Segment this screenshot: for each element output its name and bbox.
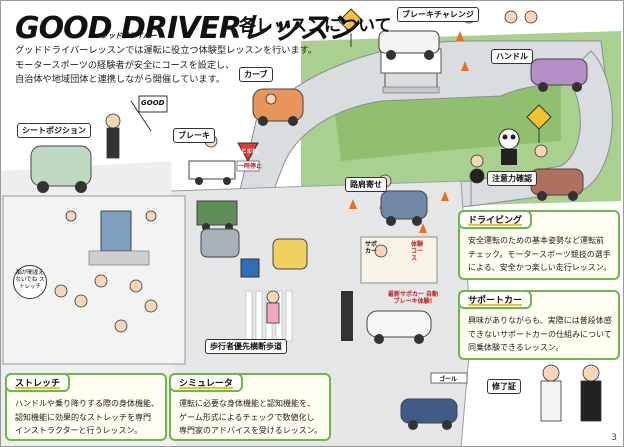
panel-line: 認知機能に効果的なストレッチを専門 (15, 412, 151, 422)
truck-brake (188, 160, 236, 185)
booth-sign-2: 体験コース (411, 241, 424, 262)
intro-line: 自治体や地域団体と連携しながら開催しています。 (15, 74, 226, 85)
panel-stretch-title: ストレッチ (5, 373, 71, 392)
callout-parking: 路肩寄せ (345, 177, 387, 192)
panel-line: チェック。モータースポーツ競技の選手 (468, 249, 611, 259)
page-number: 3 (611, 433, 617, 443)
panel-driving-body: 安全運転のための基本姿勢など運転前 チェック。モータースポーツ競技の選手 による… (468, 234, 611, 275)
page-title: 各レッスンについて (239, 16, 392, 36)
car-seat-position (30, 145, 92, 193)
car-curve (252, 88, 304, 126)
callout-curve: カーブ (239, 67, 273, 82)
panel-simulator-body: 運転に必要な身体機能と認知機能を、 ゲーム形式によるチェックで数値化し 専門家の… (179, 397, 322, 438)
panel-line: ゲーム形式によるチェックで数値化し (179, 412, 315, 422)
sign-pedestrian (240, 258, 260, 278)
flag-text: GOOD (141, 99, 165, 107)
panel-support-car-title: サポートカー (458, 290, 533, 309)
car-goal (400, 398, 458, 430)
panel-stretch: ストレッチ ハンドルや乗り降りする際の身体機能、 認知機能に効果的なストレッチを… (5, 373, 167, 441)
support-speech-bubble: 最新サポカー 自動ブレーキ体験! (387, 291, 439, 305)
callout-completion: 修了証 (487, 379, 521, 394)
callout-brake-challenge: ブレーキチャレンジ (397, 7, 479, 22)
panel-line: ハンドルや乗り降りする際の身体機能、 (15, 399, 159, 408)
logo-main-text: GOOD DRIVERレッスン (15, 11, 358, 46)
sign-warning (526, 104, 552, 143)
intro-line: グッドドライバーレッスンでは運転に役立つ体験型レッスンを行います。 (15, 45, 318, 56)
panel-line: インストラクターと行うレッスン。 (15, 426, 143, 435)
panel-support-car-body: 興味がありながらも、実際には普段体感 できないサポートカーの仕組みについて 同乗… (468, 314, 612, 355)
panel-line: 興味がありながらも、実際には普段体感 (468, 316, 612, 325)
callout-attention: 注意力確認 (487, 171, 537, 186)
callout-pedestrian: 歩行者優先横断歩道 (205, 339, 287, 354)
panel-driving: ドライビング 安全運転のための基本姿勢など運転前 チェック。モータースポーツ競技… (458, 210, 620, 280)
panel-line: 専門家のアドバイスを受けるレッスン。 (179, 426, 323, 435)
panel-stretch-body: ハンドルや乗り降りする際の身体機能、 認知機能に効果的なストレッチを専門 インス… (15, 397, 159, 438)
panel-simulator-title: シミュレータ (169, 373, 243, 392)
panel-line: できないサポートカーの仕組みについて (468, 329, 612, 339)
good-flag (130, 95, 168, 132)
panel-line: による、安全かつ楽しい走行レッスン。 (468, 263, 612, 272)
simulator-booth (88, 210, 150, 266)
goal-board-text: ゴール (439, 376, 458, 383)
sign-turn (338, 8, 364, 47)
sign-stop (236, 142, 260, 172)
panda-mascot (498, 128, 520, 165)
panel-line: 運転に必要な身体機能と認知機能を、 (179, 399, 315, 408)
panel-line: 安全運転のための基本姿勢など運転前 (468, 236, 604, 245)
car-yellow (272, 238, 308, 270)
panel-driving-title: ドライビング (458, 210, 533, 229)
good-driver-logo: GOOD DRIVERレッスン (15, 3, 358, 47)
intro-line: モータースポーツの経験者が安全にコースを設定し、 (15, 59, 235, 71)
car-silver (200, 228, 240, 258)
panel-support-car: サポートカー 興味がありながらも、実際には普段体感 できないサポートカーの仕組み… (458, 290, 620, 360)
car-brake-challenge (378, 30, 440, 60)
intro-text: グッドドライバーレッスンでは運転に役立つ体験型レッスンを行います。 モータースポ… (15, 44, 318, 88)
people-figures (54, 10, 602, 422)
sign-temporary-text: 一時停止 (238, 163, 263, 170)
callout-seat-position: シートポジション (17, 123, 91, 138)
car-handle (530, 58, 588, 92)
sign-stop-text: とまれ (241, 149, 258, 155)
car-support (366, 310, 432, 344)
goal-board (430, 372, 468, 384)
support-car-booth (341, 236, 438, 341)
panel-simulator: シミュレータ 運転に必要な身体機能と認知機能を、 ゲーム形式によるチェックで数値… (169, 373, 331, 441)
car-attention (530, 168, 584, 201)
stretch-speech-bubble: 脳が間違えないでね ストレッチ (13, 265, 47, 299)
car-parking (380, 190, 428, 226)
callout-handle: ハンドル (491, 49, 533, 64)
logo-sub-text: グッドドライバー (101, 32, 157, 40)
panel-line: 同乗体験できるレッスン。 (468, 343, 564, 352)
callout-brake: ブレーキ (173, 128, 215, 143)
booth-sign-1: サポカー (365, 241, 378, 255)
